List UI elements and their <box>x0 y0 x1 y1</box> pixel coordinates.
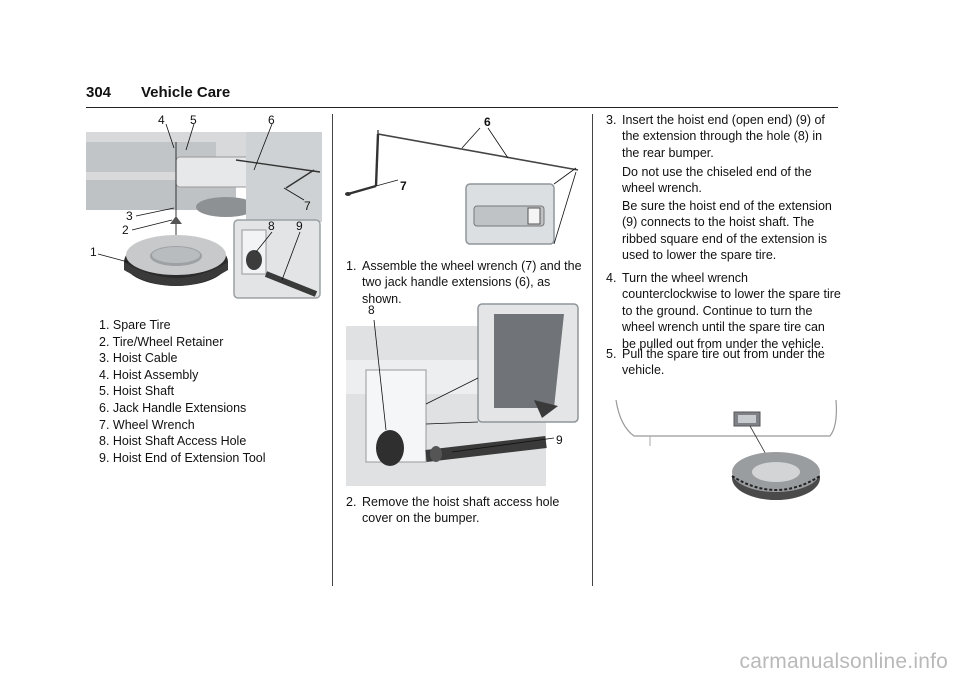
callout-6: 6 <box>268 113 275 127</box>
callout-2: 2 <box>122 223 129 237</box>
column-divider-2 <box>592 114 593 586</box>
note-chiseled-end: Do not use the chiseled end of the wheel… <box>622 165 812 196</box>
step-4: 4. Turn the wheel wrench counterclockwis… <box>606 270 842 352</box>
step-3: 3. Insert the hoist end (open end) (9) o… <box>606 112 842 161</box>
step-number: 4. <box>606 271 617 285</box>
note-hoist-end: Be sure the hoist end of the extension (… <box>622 199 832 263</box>
figure-spare-tire-hoist: 4 5 6 7 3 2 1 8 9 <box>86 112 322 302</box>
step-1: 1. Assemble the wheel wrench (7) and the… <box>346 258 582 307</box>
callout-4: 4 <box>158 113 165 127</box>
legend-item: 1. Spare Tire <box>99 318 171 332</box>
column-divider-1 <box>332 114 333 586</box>
step-5: 5. Pull the spare tire out from under th… <box>606 346 842 379</box>
legend-item: 4. Hoist Assembly <box>99 367 199 382</box>
callout-6: 6 <box>484 115 491 129</box>
step-number: 1. <box>346 259 357 273</box>
callout-9: 9 <box>296 219 303 233</box>
step-text: Turn the wheel wrench counterclockwise t… <box>622 271 841 351</box>
legend-item: 8. Hoist Shaft Access Hole <box>99 434 247 449</box>
figure-access-hole: 8 9 <box>346 300 582 486</box>
page-header: 304 Vehicle Care <box>86 84 838 108</box>
step-2: 2. Remove the hoist shaft access hole co… <box>346 494 582 527</box>
step-number: 2. <box>346 495 357 509</box>
callout-8: 8 <box>268 219 275 233</box>
callout-7: 7 <box>304 199 311 213</box>
legend-item: 2. Tire/Wheel Retainer <box>99 334 224 349</box>
callout-9: 9 <box>556 433 563 447</box>
callout-1: 1 <box>90 245 97 259</box>
page-number: 304 <box>86 84 112 101</box>
callout-8: 8 <box>368 303 375 317</box>
legend-item: 7. Wheel Wrench <box>99 417 195 432</box>
step-number: 5. <box>606 347 617 361</box>
legend-item: 9. Hoist End of Extension Tool <box>99 450 266 465</box>
callout-3: 3 <box>126 209 133 223</box>
step-text: Insert the hoist end (open end) (9) of t… <box>622 113 825 160</box>
step-text: Assemble the wheel wrench (7) and the tw… <box>362 259 582 306</box>
figure-tire-removed <box>610 396 842 516</box>
step-text: Remove the hoist shaft access hole cover… <box>362 495 560 526</box>
callout-7: 7 <box>400 179 407 193</box>
step-text: Pull the spare tire out from under the v… <box>622 347 825 378</box>
parts-legend: 1. Spare Tire 2. Tire/Wheel Retainer 3. … <box>99 317 266 466</box>
legend-item: 3. Hoist Cable <box>99 351 178 366</box>
watermark: carmanualsonline.info <box>739 650 948 673</box>
section-title: Vehicle Care <box>141 84 231 101</box>
legend-item: 5. Hoist Shaft <box>99 384 175 399</box>
callout-5: 5 <box>190 113 197 127</box>
legend-item: 6. Jack Handle Extensions <box>99 400 247 415</box>
step-number: 3. <box>606 113 617 127</box>
figure-wrench-extensions: 6 7 <box>342 112 582 252</box>
